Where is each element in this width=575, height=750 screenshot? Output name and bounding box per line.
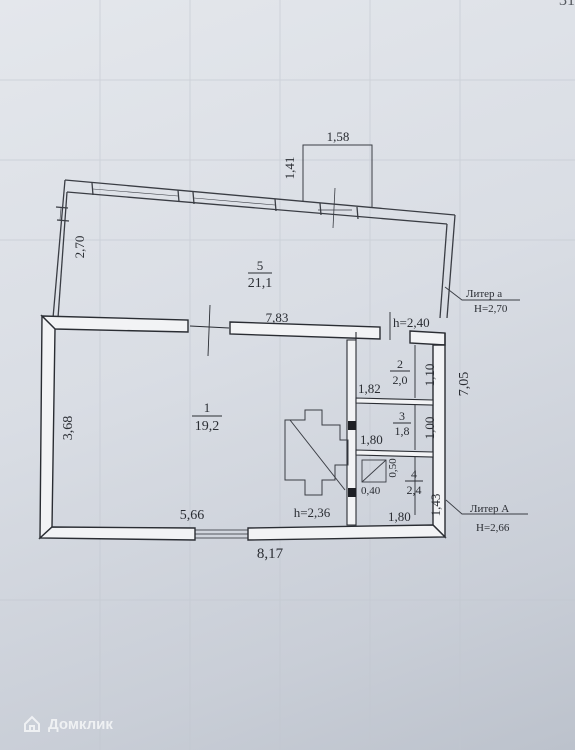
dim-bottom-817: 8,17 [257,546,284,562]
dim-r4-h: 1,43 [428,494,443,517]
staircase [284,409,349,496]
watermark: Домклик [22,712,113,736]
dim-left-5: 2,70 [72,236,87,259]
porch [302,144,373,229]
room-5-number: 5 [257,258,264,273]
dim-small-040: 0,40 [361,485,381,497]
liter-a-height: H=2,70 [474,303,508,315]
house-walls [38,314,447,541]
liter-A-height: H=2,66 [476,522,510,534]
dim-small-050: 0,50 [387,458,399,478]
room-3-number: 3 [399,409,405,423]
room-3-area: 1,8 [395,424,410,438]
liter-leaders [444,286,528,515]
dim-wall-783: 7,83 [266,310,289,325]
house-logo-icon [24,715,40,732]
opening-marker-top [189,304,391,357]
dim-bot-566: 5,66 [180,508,205,523]
bottom-window [195,529,248,539]
dim-r2-h: 1,10 [422,364,437,387]
dim-r2-w: 1,82 [358,381,381,396]
liter-A-name: Литер А [470,503,509,515]
watermark-text: Домклик [48,715,113,733]
dim-h-236: h=2,36 [294,505,331,520]
closet-hatch [361,459,387,483]
posts [348,421,356,497]
room-2-number: 2 [397,357,403,371]
room-1-area: 19,2 [195,419,220,434]
dim-top-porch: 1,58 [327,129,350,144]
dim-porch-depth: 1,41 [282,157,297,180]
interior-partitions [346,332,434,526]
dim-right-705: 7,05 [457,372,472,397]
room-2-area: 2,0 [393,373,408,387]
room-1-number: 1 [204,400,211,415]
corner-mark: 31 [559,0,575,9]
dim-r3-w: 1,80 [360,432,383,447]
room-5-area: 21,1 [248,276,273,291]
veranda-walls [52,179,456,319]
liter-a-name: Литер а [466,288,502,300]
dim-r3-h: 1,00 [422,417,437,440]
dim-h-240: h=2,40 [393,315,430,330]
room-4-number: 4 [411,467,417,481]
room-4-area: 2,4 [407,483,422,497]
dim-left-368: 3,68 [61,416,76,441]
dim-r4-w: 1,80 [388,509,411,524]
